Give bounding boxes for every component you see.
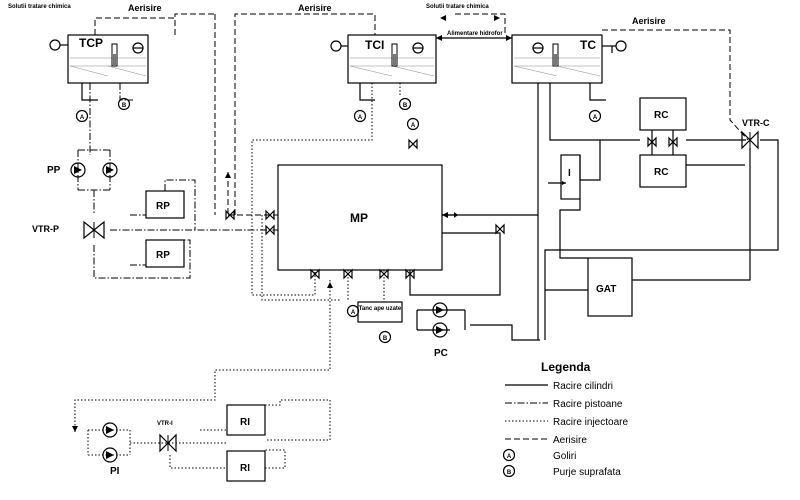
cooler-ri-2 (226, 450, 266, 482)
rp2-label: RP (156, 250, 170, 261)
arrow-icon (442, 212, 448, 218)
tci-label: TCI (365, 38, 384, 52)
aerisire-label-2: Aerisire (298, 3, 332, 13)
svg-text:A: A (593, 115, 598, 121)
rc1-label: RC (654, 110, 668, 121)
rp1-label: RP (156, 201, 170, 212)
vtr-p-label: VTR-P (32, 224, 59, 234)
arrow-icon (225, 172, 231, 178)
valve-vtr-c-icon (741, 130, 759, 150)
tcp-label: TCP (79, 36, 103, 50)
pump-pi-icon (102, 422, 118, 463)
gat-label: GAT (596, 284, 616, 295)
vtr-c-label: VTR-C (742, 118, 770, 128)
small-valve-icons (225, 136, 678, 280)
svg-text:A: A (80, 115, 85, 121)
svg-text:A: A (358, 115, 363, 121)
solutii-tcp-label: Solutii tratare chimica (8, 4, 71, 10)
arrow-icon (327, 282, 333, 288)
legend-swatch-circle-a (502, 448, 516, 462)
valve-vtr-i-icon (159, 433, 177, 453)
pistoane-lines (77, 83, 278, 279)
aerisire-label-1: Aerisire (128, 3, 162, 13)
svg-text:B: B (403, 103, 408, 109)
pump-pc-icon (432, 302, 448, 338)
svg-text:A: A (351, 310, 356, 316)
legend: Legenda Racire cilindri Racire pistoane … (502, 360, 628, 478)
cooler-rp-2 (145, 239, 185, 268)
svg-text:A: A (411, 123, 416, 129)
i-label: I (568, 168, 571, 179)
alimentare-label: Alimentare hidrofor (447, 31, 503, 37)
legend-item-label: Goliri (553, 451, 576, 462)
svg-text:B: B (383, 336, 388, 342)
legend-swatch-circle-b (502, 464, 516, 478)
legend-item-label: Purje suprafata (553, 467, 621, 478)
solutii-tc-label: Solutii tratare chimica (426, 4, 489, 10)
tank-tcp: TCP (49, 34, 149, 84)
valve-vtr-p-icon (83, 220, 105, 240)
legend-title: Legenda (541, 360, 591, 374)
tanc-label: Tanc ape uzate (359, 306, 402, 312)
svg-text:B: B (507, 470, 512, 476)
cooler-rc-2 (639, 154, 687, 188)
pi-label: PI (110, 466, 120, 477)
waste-water-tank (357, 301, 403, 323)
ri2-label: RI (240, 463, 250, 474)
tank-tci: TCI (330, 34, 437, 84)
rc2-label: RC (654, 167, 668, 178)
cooler-rc-1 (639, 97, 687, 131)
aerisire-label-3: Aerisire (632, 16, 666, 26)
svg-text:A: A (507, 454, 512, 460)
level-gauge-icon (49, 39, 61, 51)
pp-label: PP (47, 165, 61, 176)
legend-item-label: Racire cilindri (553, 381, 613, 392)
legend-item-label: Aerisire (553, 435, 587, 446)
generator-gat (587, 257, 633, 317)
injectoare-lines (74, 83, 401, 469)
arrow-icon (72, 426, 78, 432)
arrow-icon (440, 15, 446, 21)
tank-tc: TC (511, 34, 627, 84)
arrow-icon (494, 15, 500, 21)
ri1-label: RI (240, 417, 250, 428)
mp-label: MP (350, 211, 368, 225)
tc-label: TC (580, 38, 596, 52)
level-gauge-icon (615, 40, 627, 52)
cilindri-lines (81, 46, 779, 341)
vtr-i-label: VTR-I (157, 421, 173, 427)
svg-text:B: B (122, 103, 127, 109)
main-engine-mp (277, 164, 443, 271)
pc-label: PC (434, 348, 448, 359)
legend-item-label: Racire pistoane (553, 399, 623, 410)
legend-item-label: Racire injectoare (553, 417, 628, 428)
drain-markers: A B A B A A A B (75, 97, 602, 344)
level-gauge-icon (330, 40, 342, 52)
cooler-ri-1 (226, 404, 266, 436)
pump-pp-icon (70, 162, 118, 178)
